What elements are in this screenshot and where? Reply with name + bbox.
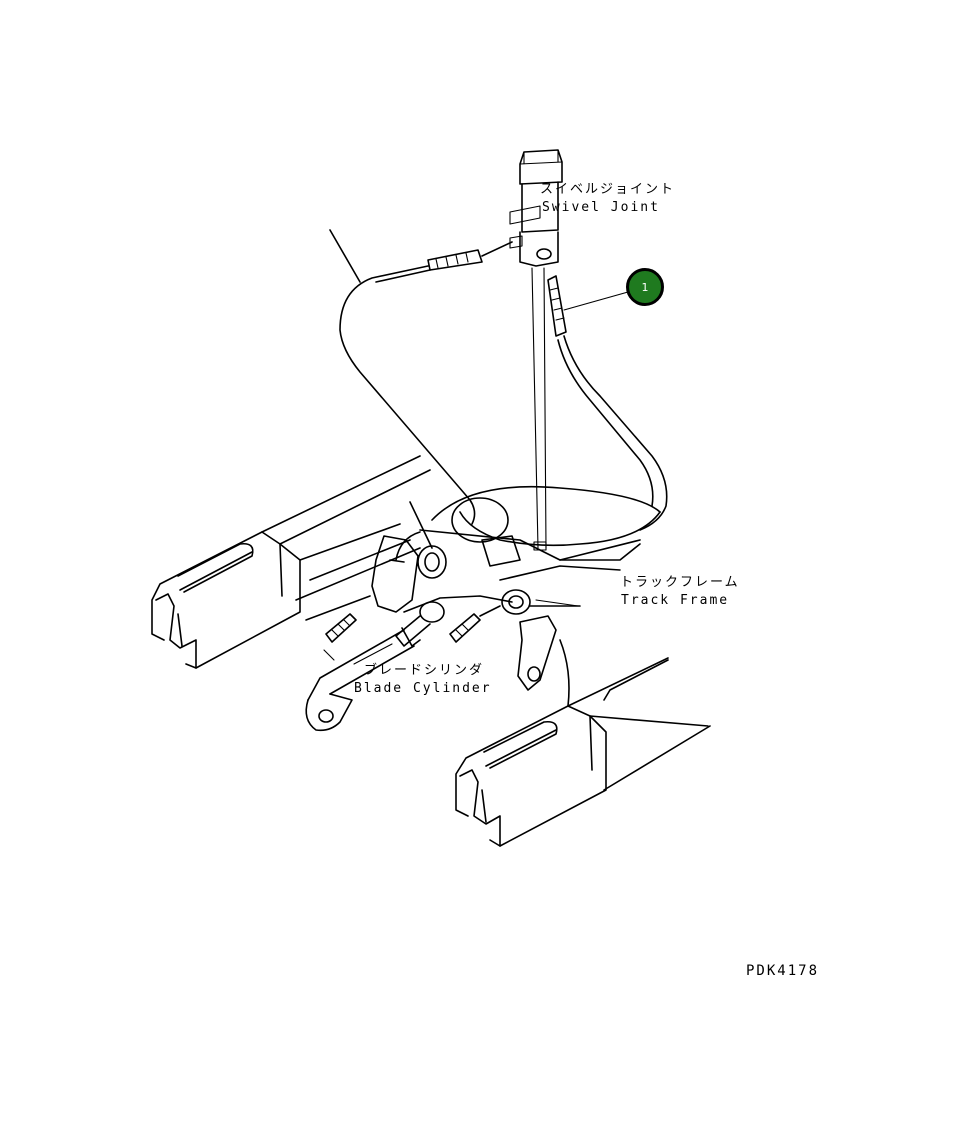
- swivel-joint-label-en: Swivel Joint: [542, 200, 660, 215]
- hose-loop: [329, 229, 668, 551]
- track-frame-label-en: Track Frame: [621, 593, 730, 608]
- drawing-code: PDK4178: [746, 963, 820, 979]
- callout-leader: [563, 291, 629, 311]
- left-track-frame: [151, 455, 431, 669]
- part-callout-1[interactable]: 1: [626, 268, 664, 306]
- track-frame-leader: [535, 599, 579, 607]
- blade-mount-drawing: [305, 501, 581, 732]
- center-frame-drawing: [395, 485, 661, 581]
- part-callout-number: 1: [641, 280, 649, 294]
- right-track-frame: [455, 657, 711, 847]
- blade-cylinder-leader: [353, 643, 393, 665]
- blade-cylinder-label-en: Blade Cylinder: [354, 681, 492, 696]
- swivel-joint-drawing: [509, 149, 563, 267]
- track-frame-label-jp: トラックフレーム: [620, 575, 740, 590]
- blade-cylinder-label-jp: ブレードシリンダ: [364, 663, 485, 678]
- swivel-joint-label-jp: スイベルジョイント: [540, 182, 676, 197]
